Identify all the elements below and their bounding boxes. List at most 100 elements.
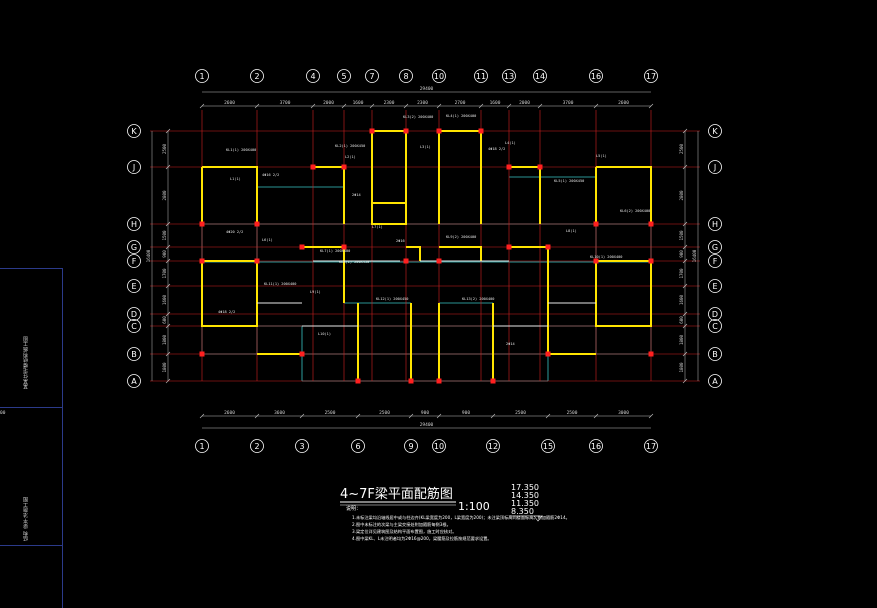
dimension-label: 1600 xyxy=(679,294,684,305)
column xyxy=(199,351,205,357)
column xyxy=(436,258,442,264)
dimension-label: 2600 xyxy=(618,100,629,106)
beam-label: 2Φ14 xyxy=(352,193,361,197)
beam-label: L8(1) xyxy=(566,229,577,233)
beam-label: KL10(1) 200X400 xyxy=(590,255,622,259)
axis-bubble xyxy=(127,160,141,174)
column xyxy=(199,221,205,227)
beam-label: L7(1) xyxy=(372,225,383,229)
dimension-tick xyxy=(165,258,171,264)
beam-label: 2Φ14 xyxy=(506,342,515,346)
axis-label: 17 xyxy=(646,72,656,81)
dimension-tick xyxy=(355,413,361,419)
beam-label: L3(1) xyxy=(420,145,431,149)
beam-label: 2Φ16 xyxy=(396,239,405,243)
sidebar-divider xyxy=(0,545,62,546)
dimension-label: 2600 xyxy=(224,410,235,416)
beam-label: KL5(1) 200X450 xyxy=(554,179,584,183)
dimension-label: 1800 xyxy=(679,362,684,373)
axis-label: 2 xyxy=(254,72,259,81)
beam-label: KL11(1) 200X400 xyxy=(264,282,296,286)
dimension-label: 2800 xyxy=(679,190,684,201)
axis-bubble xyxy=(589,69,603,83)
column xyxy=(648,221,654,227)
level-1: 17.350 xyxy=(511,483,539,492)
axis-bubble xyxy=(708,240,722,254)
dimension-tick xyxy=(341,103,347,109)
axis-bubble xyxy=(432,69,446,83)
axis-bubble xyxy=(708,279,722,293)
axis-label: G xyxy=(131,243,137,252)
dimension-label: 2500 xyxy=(325,410,336,416)
column xyxy=(436,128,442,134)
beam-label: L2(1) xyxy=(345,155,356,159)
dimension-label: 900 xyxy=(462,410,470,416)
dimension-label: 2300 xyxy=(417,100,428,106)
dimension-label: 2500 xyxy=(515,410,526,416)
beam-label: KL3(2) 200X400 xyxy=(403,115,433,119)
beam-line xyxy=(371,202,407,225)
axis-bubble xyxy=(127,254,141,268)
axis-label: 14 xyxy=(535,72,545,81)
axis-bubble xyxy=(399,69,413,83)
axis-label: B xyxy=(131,350,137,359)
axis-label: 17 xyxy=(646,442,656,451)
axis-label: 1 xyxy=(199,442,204,451)
dimension-label: 1500 xyxy=(162,230,167,241)
column xyxy=(648,351,654,357)
column xyxy=(199,258,205,264)
dimension-tick xyxy=(299,413,305,419)
beam-label: L10(1) xyxy=(318,332,331,336)
axis-bubble xyxy=(708,374,722,388)
axis-bubble xyxy=(486,439,500,453)
dimension-tick xyxy=(682,221,688,227)
beam-label: 4Φ18 2/2 xyxy=(488,147,505,151)
notes-heading: 说明： xyxy=(346,505,361,512)
beam-line xyxy=(439,130,482,224)
axis-bubble xyxy=(432,439,446,453)
column xyxy=(593,221,599,227)
dimension-total: 29400 xyxy=(420,86,434,92)
column xyxy=(408,378,414,384)
dimension-label: 3000 xyxy=(618,410,629,416)
level-triangle-icon xyxy=(533,515,543,522)
axis-bubble xyxy=(708,254,722,268)
beam-line xyxy=(372,130,407,224)
dimension-label: 3700 xyxy=(563,100,574,106)
note-2: 2.图中未标注的次梁与主梁交接处附加箍筋每侧3根。 xyxy=(352,521,451,528)
dimension-label: 3600 xyxy=(274,410,285,416)
dimension-tick xyxy=(369,103,375,109)
beam-label: L1(1) xyxy=(230,177,241,181)
axis-bubble xyxy=(195,69,209,83)
dimension-tick xyxy=(165,221,171,227)
beam-line xyxy=(302,246,345,303)
column xyxy=(545,351,551,357)
column xyxy=(436,378,442,384)
dimension-tick xyxy=(682,258,688,264)
dimension-tick xyxy=(648,103,654,109)
beam-label: KL7(1) 200X400 xyxy=(320,249,350,253)
dimension-label: 2700 xyxy=(455,100,466,106)
dimension-tick xyxy=(478,103,484,109)
column xyxy=(403,258,409,264)
axis-label: 16 xyxy=(591,72,601,81)
dimension-tick xyxy=(545,413,551,419)
dimension-tick xyxy=(436,413,442,419)
dimension-label: 2500 xyxy=(379,410,390,416)
column xyxy=(537,164,543,170)
axis-label: E xyxy=(712,282,717,291)
column xyxy=(369,128,375,134)
dimension-label: 2800 xyxy=(162,190,167,201)
level-3: 11.350 xyxy=(511,499,539,508)
axis-label: 2 xyxy=(254,442,259,451)
column xyxy=(341,244,347,250)
beam-line xyxy=(439,246,482,261)
dimension-label: 1600 xyxy=(353,100,364,106)
dimension-tick xyxy=(254,413,260,419)
axis-bubble xyxy=(127,347,141,361)
axis-bubble xyxy=(708,319,722,333)
column xyxy=(593,258,599,264)
dimension-tick xyxy=(682,283,688,289)
beam-label: KL1(1) 200X400 xyxy=(226,148,256,152)
